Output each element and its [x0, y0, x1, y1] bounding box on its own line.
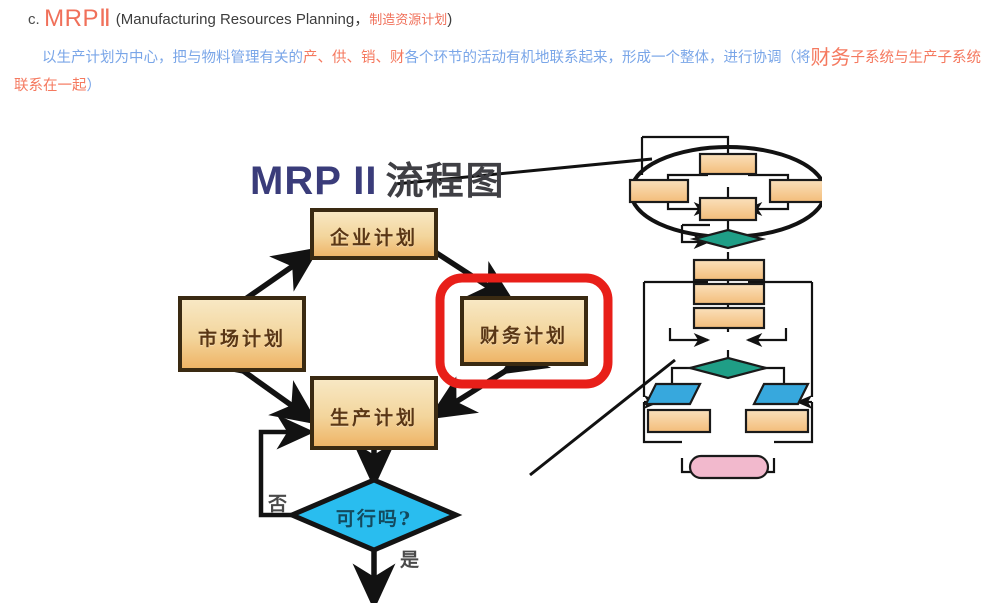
label-finance-plan: 财务计划 [479, 325, 568, 347]
body-paragraph: 以生产计划为中心，把与物料管理有关的产、供、销、财各个环节的活动有机地联系起来，… [14, 44, 993, 100]
heading-open-paren: ( [115, 11, 121, 28]
node-decision-feasible [285, 477, 463, 553]
detail-box-4 [698, 196, 758, 222]
heading-chinese-term: 制造资源计划 [369, 12, 448, 27]
node-market-plan [178, 296, 306, 372]
node-finance-plan [460, 296, 588, 366]
paragraph-highlight-terms: 产、供、销、财 [303, 50, 405, 66]
detail-box-6 [692, 282, 766, 306]
detail-diamond-2 [685, 356, 771, 380]
figure-title-en: MRP II [250, 159, 378, 203]
magnifier-leader-lines [394, 157, 676, 477]
paragraph-segment-1: 以生产计划为中心，把与物料管理有关的 [42, 50, 303, 66]
detail-diagram [628, 135, 822, 480]
heading-acronym: MRPⅡ [44, 5, 112, 32]
label-branch-yes: 是 [400, 549, 420, 571]
detail-box-3 [768, 178, 822, 204]
flowchart-nodes [178, 208, 588, 553]
detail-box-8 [646, 408, 712, 434]
node-enterprise-plan [310, 208, 438, 260]
detail-box-9 [744, 408, 810, 434]
heading-comma: ， [354, 11, 370, 28]
detail-rounded-box [688, 454, 770, 480]
detail-box-2 [628, 178, 690, 204]
detail-parallelogram-left [644, 382, 702, 406]
label-branch-no: 否 [268, 493, 288, 515]
heading-english-term: Manufacturing Resources Planning [120, 11, 355, 28]
red-highlight-annotation [435, 273, 613, 389]
figure-title-cn: 流程图 [385, 158, 506, 203]
label-enterprise-plan: 企业计划 [329, 227, 418, 249]
heading-close-paren: ) [447, 11, 453, 28]
detail-box-5 [692, 258, 766, 282]
detail-diamond-1 [689, 228, 767, 250]
heading-bullet: c. [28, 11, 40, 28]
label-decision-feasible: 可行吗? [335, 508, 413, 530]
detail-parallelogram-right [752, 382, 810, 406]
label-production-plan: 生产计划 [329, 407, 418, 429]
node-production-plan [310, 376, 438, 450]
paragraph-highlight-tail: 子系统与生产子系统联系在一起 [14, 50, 981, 94]
detail-box-1 [698, 152, 758, 176]
paragraph-closing-paren: ） [86, 78, 102, 94]
paragraph-emphasis-finance: 财务 [810, 47, 851, 69]
paragraph-segment-3: 各个环节的活动有机地联系起来，形成一个整体，进行协调（将 [404, 50, 811, 66]
label-market-plan: 市场计划 [197, 328, 286, 350]
section-heading: c. MRPⅡ (Manufacturing Resources Plannin… [28, 6, 452, 33]
detail-box-7 [692, 306, 766, 330]
flowchart-graphics [178, 135, 822, 603]
